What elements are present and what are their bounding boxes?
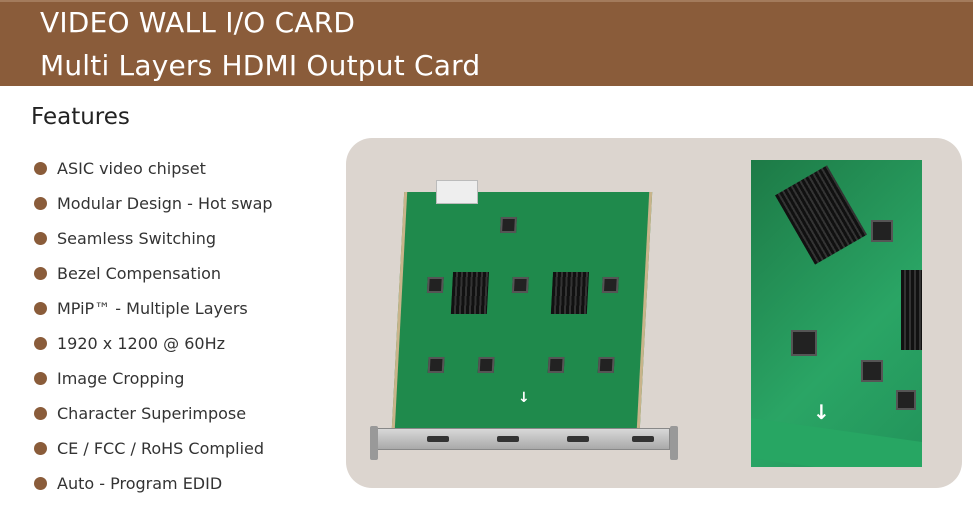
chip: [427, 357, 445, 373]
feature-text: Modular Design - Hot swap: [57, 194, 273, 213]
hdmi-port-icon: [632, 436, 654, 442]
chip: [597, 357, 615, 373]
feature-text: Seamless Switching: [57, 229, 217, 248]
title-line-2: Multi Layers HDMI Output Card: [40, 49, 481, 82]
feature-text: Image Cropping: [57, 369, 185, 388]
bullet-icon: [34, 162, 47, 175]
list-item: Bezel Compensation: [34, 256, 273, 291]
bullet-icon: [34, 197, 47, 210]
pcb-closeup-photo: ↓: [751, 160, 922, 467]
list-item: Image Cropping: [34, 361, 273, 396]
chip: [861, 360, 883, 382]
hdmi-port-icon: [567, 436, 589, 442]
arrow-down-icon: ↓: [813, 400, 830, 424]
bullet-icon: [34, 477, 47, 490]
feature-text: ASIC video chipset: [57, 159, 206, 178]
feature-text: CE / FCC / RoHS Complied: [57, 439, 265, 458]
chip: [791, 330, 817, 356]
list-item: Auto - Program EDID: [34, 466, 273, 501]
heatsink: [775, 165, 867, 265]
front-panel: [376, 428, 670, 450]
bullet-icon: [34, 337, 47, 350]
bullet-icon: [34, 372, 47, 385]
chip: [896, 390, 916, 410]
list-item: Modular Design - Hot swap: [34, 186, 273, 221]
bullet-icon: [34, 442, 47, 455]
chip: [477, 357, 495, 373]
list-item: Seamless Switching: [34, 221, 273, 256]
backplane-connector: [436, 180, 478, 204]
heatsink: [450, 272, 490, 314]
product-image-panel: ↓ ↓: [346, 138, 962, 488]
feature-text: Character Superimpose: [57, 404, 247, 423]
bullet-icon: [34, 407, 47, 420]
heatsink: [901, 270, 922, 350]
thumbscrew-icon: [370, 426, 378, 460]
list-item: MPiP™ - Multiple Layers: [34, 291, 273, 326]
hdmi-port-icon: [497, 436, 519, 442]
list-item: Character Superimpose: [34, 396, 273, 431]
chip: [511, 277, 529, 293]
features-heading: Features: [31, 104, 130, 130]
hdmi-card-photo: ↓: [368, 180, 678, 465]
features-list: ASIC video chipset Modular Design - Hot …: [34, 151, 273, 501]
port-board: [751, 417, 922, 467]
bullet-icon: [34, 267, 47, 280]
feature-text: MPiP™ - Multiple Layers: [57, 299, 248, 318]
chip: [601, 277, 619, 293]
thumbscrew-icon: [670, 426, 678, 460]
heatsink: [550, 272, 590, 314]
list-item: CE / FCC / RoHS Complied: [34, 431, 273, 466]
title-line-1: VIDEO WALL I/O CARD: [40, 6, 356, 39]
bullet-icon: [34, 232, 47, 245]
arrow-down-icon: ↓: [518, 390, 530, 406]
list-item: 1920 x 1200 @ 60Hz: [34, 326, 273, 361]
feature-text: Bezel Compensation: [57, 264, 222, 283]
title-banner: VIDEO WALL I/O CARD Multi Layers HDMI Ou…: [0, 0, 973, 86]
bullet-icon: [34, 302, 47, 315]
list-item: ASIC video chipset: [34, 151, 273, 186]
feature-text: 1920 x 1200 @ 60Hz: [57, 334, 226, 353]
hdmi-port-icon: [427, 436, 449, 442]
chip: [500, 217, 517, 233]
feature-text: Auto - Program EDID: [57, 474, 223, 493]
chip: [547, 357, 565, 373]
chip: [426, 277, 444, 293]
chip: [871, 220, 893, 242]
